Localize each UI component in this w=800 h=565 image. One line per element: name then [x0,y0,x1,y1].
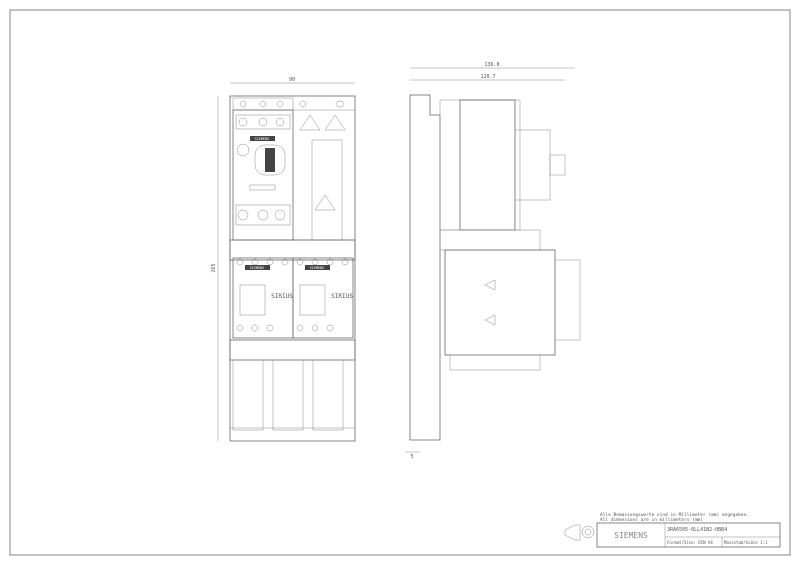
dimension-total-depth: 136.8 [484,62,499,68]
brand-label: SIEMENS [255,137,270,141]
contactor-2: SIEMENS SIRIUS [292,257,354,339]
order-number: 3RA6505-0LL41B2-0BB4 [667,527,727,533]
front-view: SIEMENS SIEMENS SIRIUS SIEMENS SIRIUS [211,77,356,442]
dimension-depth: 120.7 [480,74,495,80]
projection-symbol-icon [564,524,581,541]
brand-label: SIEMENS [310,266,325,270]
title-block: Alle Bemassungswerte sind in Millimeter … [564,512,781,548]
brand-label: SIEMENS [250,266,265,270]
siemens-logo: SIEMENS [614,531,648,540]
note-en: All dimensions are in millimeters (mm) [600,517,703,523]
format-size: Format/Size: DIN A4 [667,540,713,545]
dimension-height: 265 [211,263,217,272]
side-view: 136.8 120.7 5 [405,62,581,460]
contactor-1: SIEMENS SIRIUS [232,257,294,339]
adjustment-dial-icon [236,143,250,157]
dimension-width: 90 [289,77,295,83]
rotary-handle [265,148,275,172]
dimension-offset: 5 [410,454,413,460]
sirius-label: SIRIUS [271,293,293,300]
note-de: Alle Bemassungswerte sind in Millimeter … [600,512,749,518]
sirius-label: SIRIUS [331,293,353,300]
scale: Massstab/Scale 1:1 [724,540,768,545]
drawing-frame [9,9,791,556]
